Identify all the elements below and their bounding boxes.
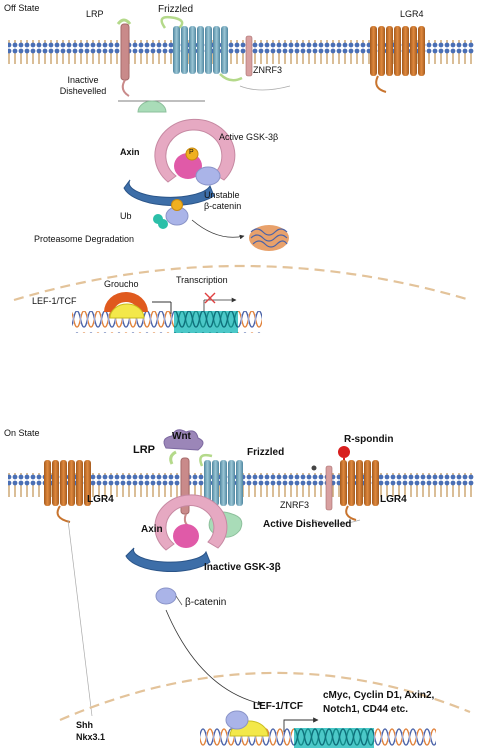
on-frizzled-label: Frizzled	[247, 447, 285, 458]
on-rspondin	[338, 446, 350, 462]
on-bcatenin-nuclear	[225, 710, 249, 730]
on-rspondin-label: R-spondin	[344, 434, 394, 445]
off-inactive-dishevelled-label-1: Inactive	[67, 75, 99, 85]
off-znrf3	[239, 35, 291, 91]
off-unstable-label-1: Unstable	[204, 190, 240, 200]
off-lef-tcf-label: LEF-1/TCF	[32, 296, 77, 306]
off-unstable-label-2: β-catenin	[204, 201, 242, 211]
off-gsk3b-label: Active GSK-3β	[219, 132, 279, 142]
off-ubiquitinated-bcatenin	[153, 199, 189, 229]
on-gsk3b-label: Inactive GSK-3β	[204, 562, 281, 573]
on-state-panel	[8, 429, 474, 748]
on-shh-label: Shh	[76, 720, 93, 730]
off-ub-label: Ub	[120, 211, 132, 221]
on-bcatenin-label: β-catenin	[185, 597, 227, 608]
on-apc-label: APC	[141, 546, 163, 557]
off-state-title: Off State	[4, 3, 40, 13]
on-lgr4-right	[340, 460, 379, 521]
off-lgr4-receptor	[370, 26, 425, 93]
on-axin-label: Axin	[141, 524, 163, 535]
off-blocked-transcription-cross	[204, 292, 216, 304]
on-nkx31-label: Nkx3.1	[76, 732, 106, 742]
on-lrp-label: LRP	[133, 444, 155, 456]
off-frizzled-label: Frizzled	[158, 4, 194, 15]
off-inactive-dishevelled-label-2: Dishevelled	[59, 86, 107, 96]
off-state-panel	[8, 15, 474, 333]
off-lrp-label: LRP	[86, 9, 104, 19]
on-wnt-ligand	[163, 429, 204, 451]
off-lef-tcf	[109, 303, 145, 319]
on-lgr4-left-label: LGR4	[87, 494, 114, 505]
off-proteasome	[249, 225, 289, 251]
off-lgr4-label: LGR4	[400, 9, 424, 19]
off-apc-label: APC	[129, 171, 149, 181]
on-destruction-complex	[125, 494, 228, 572]
on-targets-label-2: Notch1, CD44 etc.	[323, 704, 409, 715]
on-lgr4-left	[44, 460, 91, 523]
on-nuclear-envelope	[59, 671, 471, 722]
off-destruction-complex	[123, 118, 236, 206]
on-bcatenin-free	[155, 587, 177, 605]
on-state-title: On State	[4, 428, 40, 438]
on-frizzled-receptor	[199, 453, 243, 506]
on-znrf3-label: ZNRF3	[280, 500, 309, 510]
on-lgr4-right-label: LGR4	[380, 494, 407, 505]
off-lrp-receptor	[116, 18, 132, 97]
on-active-dishevelled-label: Active Dishevelled	[263, 519, 352, 530]
on-gene-region	[294, 728, 374, 748]
off-transcription-label: Transcription	[176, 275, 228, 285]
off-proteasome-label: Proteasome Degradation	[34, 234, 135, 244]
off-gene-region	[174, 311, 238, 333]
on-targets-label-1: cMyc, Cyclin D1, Axin2,	[323, 690, 435, 701]
off-inactive-dishevelled	[137, 100, 167, 113]
on-wnt-label: Wnt	[172, 431, 191, 442]
off-nuclear-envelope	[13, 264, 471, 302]
off-phosphate-mark: P	[189, 149, 194, 156]
off-axin-label: Axin	[120, 147, 140, 157]
on-lef-tcf-label: LEF-1/TCF	[253, 701, 303, 712]
off-groucho-label: Groucho	[104, 279, 139, 289]
off-frizzled-receptor	[160, 15, 243, 82]
on-znrf3	[313, 465, 361, 525]
off-znrf3-label: ZNRF3	[253, 65, 282, 75]
